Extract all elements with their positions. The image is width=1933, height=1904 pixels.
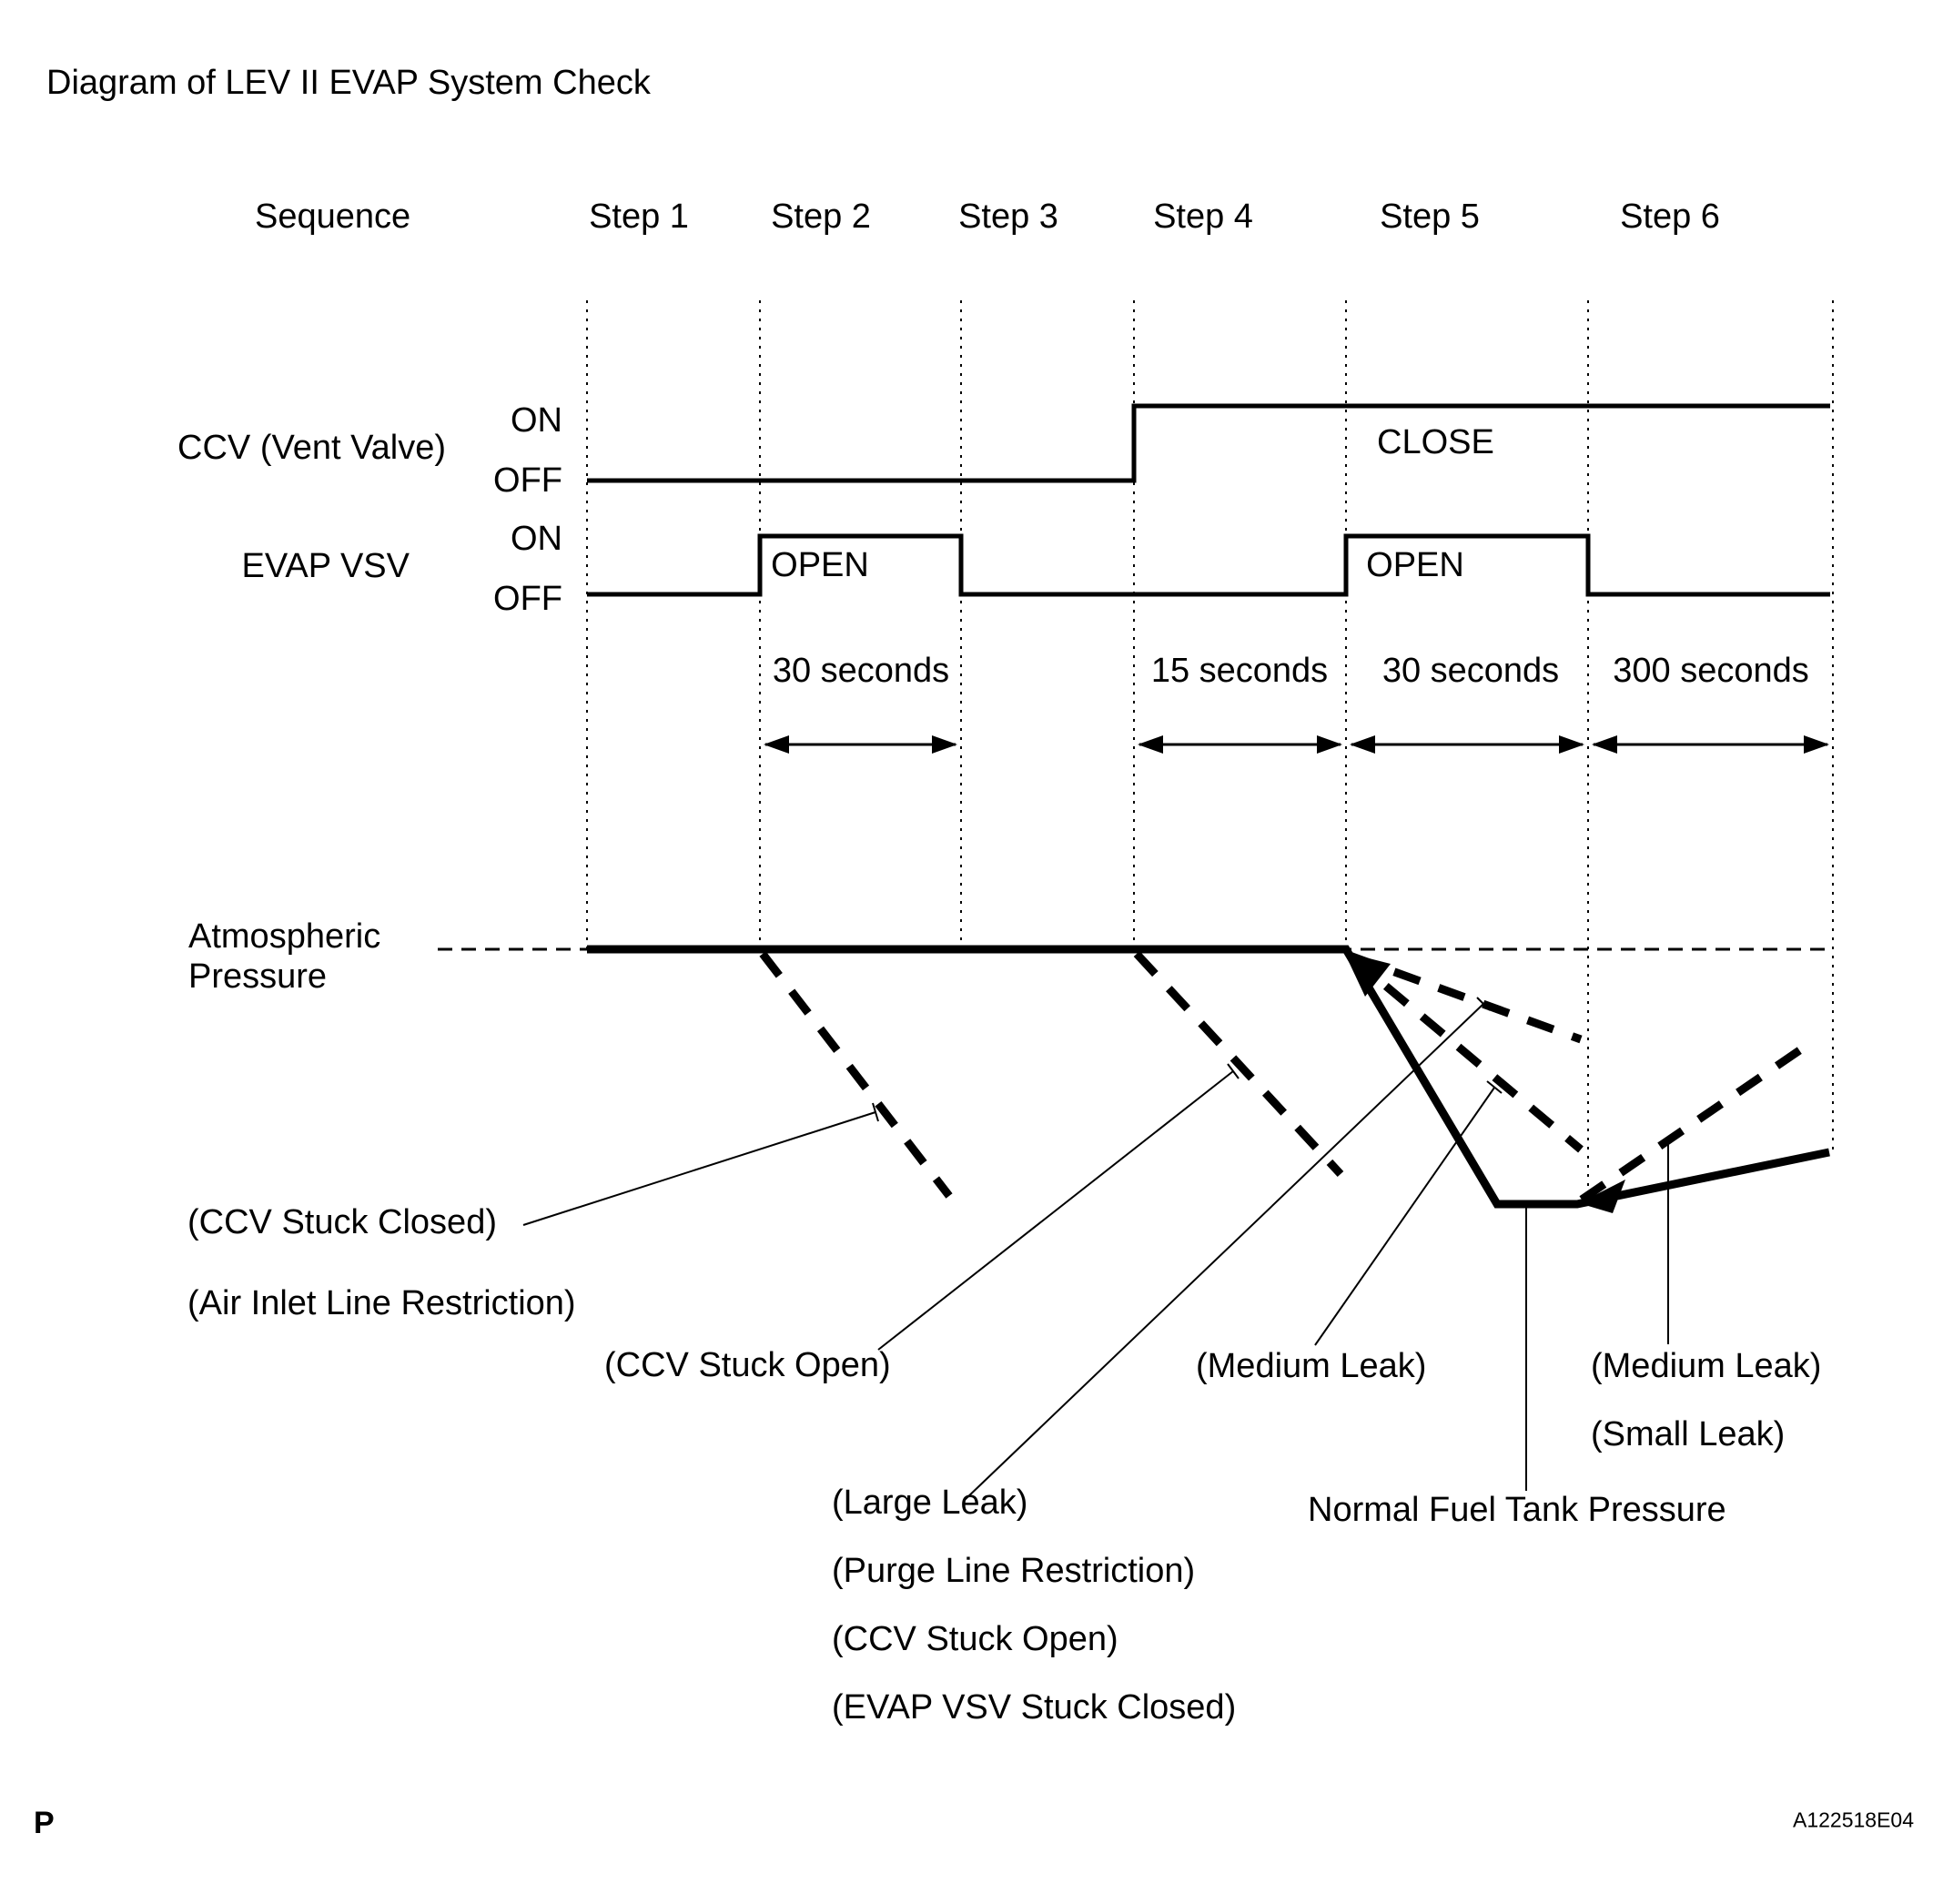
label-medium-leak-step5: (Medium Leak) (1196, 1347, 1427, 1385)
evap-vsv-signal-label: EVAP VSV (241, 547, 410, 585)
label-evap-vsv-stuck-closed: (EVAP VSV Stuck Closed) (832, 1688, 1237, 1727)
evap-open-label-step5: OPEN (1366, 546, 1464, 584)
label-medium-leak-step6: (Medium Leak) (1591, 1347, 1822, 1385)
label-small-leak: (Small Leak) (1591, 1415, 1786, 1453)
leader-ccv-stuck-closed (522, 1111, 876, 1226)
label-air-inlet-restriction: (Air Inlet Line Restriction) (187, 1284, 576, 1322)
sequence-label: Sequence (255, 197, 411, 236)
figure-code: A122518E04 (1793, 1808, 1915, 1832)
atmospheric-pressure-label-line2: Pressure (188, 957, 328, 996)
leader-medium-leak-step5 (1314, 1087, 1495, 1346)
label-ccv-stuck-closed: (CCV Stuck Closed) (187, 1203, 497, 1241)
duration-step4: 15 seconds (1150, 652, 1329, 690)
page-marker: P (34, 1806, 55, 1840)
atmospheric-pressure-label-line1: Atmospheric (188, 917, 381, 956)
label-purge-line-restriction: (Purge Line Restriction) (832, 1552, 1196, 1590)
step-3-header: Step 3 (958, 197, 1058, 236)
page-title: Diagram of LEV II EVAP System Check (46, 64, 651, 102)
arrowhead-at-tank-bottom (1579, 1180, 1625, 1213)
curve-ccv-stuck-open (1133, 950, 1344, 1178)
ccv-close-state-label: CLOSE (1377, 423, 1494, 461)
arrowhead-at-atmospheric-departure (1344, 952, 1391, 997)
step-4-header: Step 4 (1153, 197, 1253, 236)
step-5-header: Step 5 (1380, 197, 1480, 236)
duration-step5: 30 seconds (1381, 652, 1560, 690)
leader-large-leak (964, 1003, 1484, 1501)
ccv-waveform (587, 403, 1830, 483)
evap-on-label: ON (511, 520, 562, 558)
duration-step6: 300 seconds (1613, 652, 1809, 690)
curve-ccv-stuck-closed (759, 951, 953, 1199)
step-1-header: Step 1 (589, 197, 689, 236)
step-6-header: Step 6 (1620, 197, 1720, 236)
label-ccv-stuck-open: (CCV Stuck Open) (604, 1346, 891, 1384)
curve-medium-leak-shallow (1348, 951, 1583, 1044)
duration-step2: 30 seconds (772, 652, 950, 690)
leader-lines (522, 997, 1669, 1501)
leader-ccv-stuck-open (877, 1070, 1234, 1351)
ccv-signal-label: CCV (Vent Valve) (177, 429, 446, 467)
normal-pressure-curve (587, 945, 1830, 1209)
ccv-off-label: OFF (493, 461, 562, 500)
label-ccv-stuck-open-2: (CCV Stuck Open) (832, 1620, 1118, 1658)
evap-off-label: OFF (493, 580, 562, 618)
step-2-header: Step 2 (771, 197, 871, 236)
label-large-leak: (Large Leak) (832, 1484, 1028, 1522)
curve-medium-leak-steep (1347, 952, 1584, 1153)
evap-open-label-step2: OPEN (771, 546, 869, 584)
label-normal-fuel-tank-pressure: Normal Fuel Tank Pressure (1308, 1491, 1726, 1529)
step-grid-lines (586, 300, 1834, 1203)
evap-vsv-waveform (587, 533, 1830, 597)
ccv-on-label: ON (511, 401, 562, 440)
failure-curves (759, 950, 1818, 1203)
